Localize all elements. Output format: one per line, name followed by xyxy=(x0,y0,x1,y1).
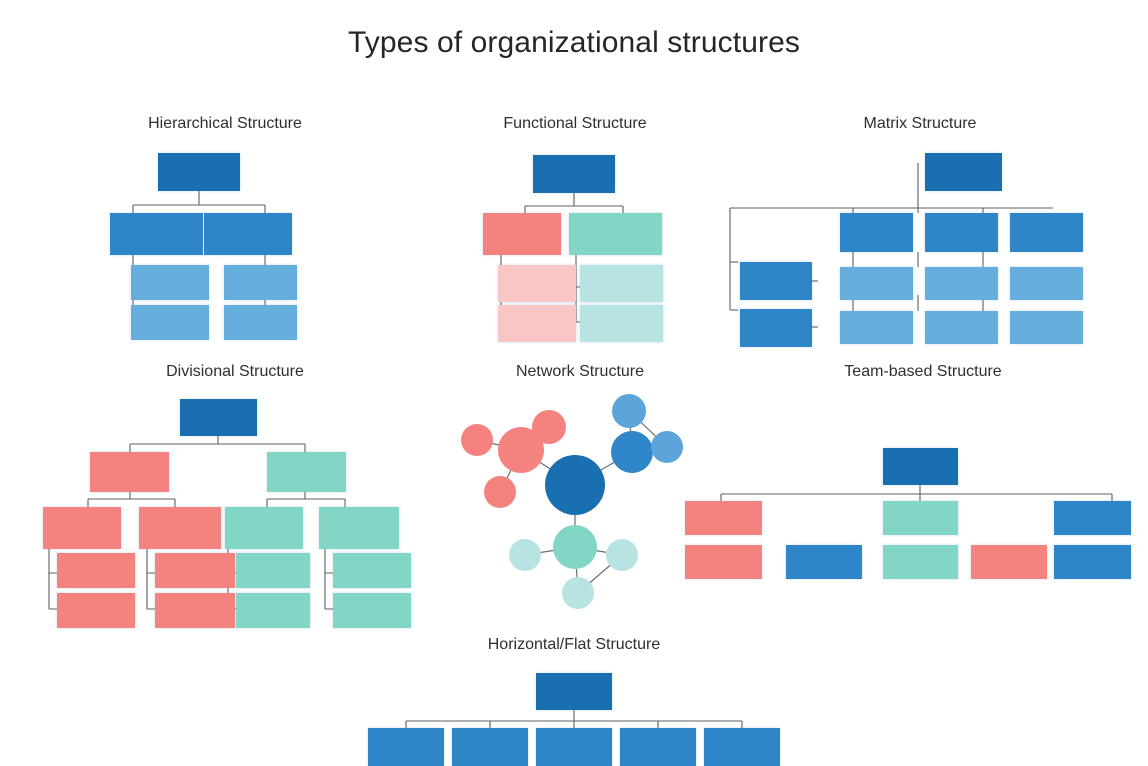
team-based-team-2 xyxy=(883,501,958,535)
section-title-divisional: Divisional Structure xyxy=(166,363,304,380)
team-based-member-4 xyxy=(971,545,1047,579)
section-functional: Functional Structure xyxy=(445,115,705,345)
divisional-unit-1 xyxy=(43,507,121,549)
divisional-leaf-6 xyxy=(155,593,235,628)
functional-node-unit-2 xyxy=(580,265,663,302)
section-horizontal-flat: Horizontal/Flat Structure xyxy=(344,636,804,766)
team-based-team-1 xyxy=(685,501,762,535)
hierarchical-node-manager-1 xyxy=(110,213,203,255)
section-title-network: Network Structure xyxy=(515,363,645,380)
matrix-cell-r2c2 xyxy=(925,311,998,344)
hierarchical-node-staff-3 xyxy=(131,305,209,340)
functional-node-head-1 xyxy=(483,213,561,255)
network-node-blue-sat-2 xyxy=(651,431,683,463)
functional-node-head-2 xyxy=(569,213,662,255)
team-based-team-3 xyxy=(1054,501,1131,535)
section-hierarchical: Hierarchical Structure xyxy=(95,115,355,345)
network-node-coral-sat-2 xyxy=(532,410,566,444)
matrix-cell-r2c1 xyxy=(840,311,913,344)
hierarchical-node-staff-1 xyxy=(131,265,209,300)
matrix-row-label-1 xyxy=(740,262,812,300)
matrix-header-1 xyxy=(840,213,913,252)
section-title-team-based: Team-based Structure xyxy=(844,363,1002,380)
team-based-member-5 xyxy=(1054,545,1131,579)
matrix-cell-r1c3 xyxy=(1010,267,1083,300)
network-node-teal-hub xyxy=(553,525,597,569)
horizontal-flat-peer-3 xyxy=(536,728,612,766)
functional-node-top xyxy=(533,155,615,193)
network-node-teal-sat-2 xyxy=(606,539,638,571)
section-title-hierarchical: Hierarchical Structure xyxy=(148,115,302,132)
team-based-member-2 xyxy=(786,545,862,579)
team-based-member-3 xyxy=(883,545,958,579)
divisional-division-1 xyxy=(90,452,169,492)
divisional-leaf-4 xyxy=(333,553,411,588)
matrix-header-3 xyxy=(1010,213,1083,252)
divisional-leaf-3 xyxy=(236,553,310,588)
section-title-horizontal-flat: Horizontal/Flat Structure xyxy=(487,636,661,653)
matrix-cell-r1c2 xyxy=(925,267,998,300)
functional-node-unit-4 xyxy=(580,305,663,342)
divisional-leaf-8 xyxy=(333,593,411,628)
section-network: Network Structure xyxy=(440,363,720,613)
section-title-functional: Functional Structure xyxy=(503,115,647,132)
page-title: Types of organizational structures xyxy=(348,26,800,59)
matrix-row-label-2 xyxy=(740,309,812,347)
divisional-leaf-2 xyxy=(155,553,235,588)
section-divisional: Divisional Structure xyxy=(35,363,435,628)
divisional-leaf-1 xyxy=(57,553,135,588)
section-matrix: Matrix Structure xyxy=(729,115,1105,347)
divisional-unit-3 xyxy=(225,507,303,549)
team-based-node-top xyxy=(883,448,958,485)
section-title-matrix: Matrix Structure xyxy=(863,115,977,132)
network-node-hub xyxy=(545,455,605,515)
divisional-leaf-5 xyxy=(57,593,135,628)
functional-node-unit-3 xyxy=(498,305,576,342)
horizontal-flat-peer-4 xyxy=(620,728,696,766)
divisional-division-2 xyxy=(267,452,346,492)
section-team-based: Team-based Structure xyxy=(685,363,1143,579)
hierarchical-node-manager-2 xyxy=(204,213,292,255)
horizontal-flat-node-top xyxy=(536,673,612,710)
divisional-unit-4 xyxy=(319,507,399,549)
functional-node-unit-1 xyxy=(498,265,576,302)
team-based-member-1 xyxy=(685,545,762,579)
horizontal-flat-peer-5 xyxy=(704,728,780,766)
hierarchical-node-staff-4 xyxy=(224,305,297,340)
network-node-coral-sat-1 xyxy=(461,424,493,456)
horizontal-flat-peer-1 xyxy=(368,728,444,766)
divisional-node-top xyxy=(180,399,257,436)
network-node-blue-hub xyxy=(611,431,653,473)
network-node-coral-sat-3 xyxy=(484,476,516,508)
matrix-node-top xyxy=(925,153,1002,191)
matrix-cell-r2c3 xyxy=(1010,311,1083,344)
hierarchical-node-staff-2 xyxy=(224,265,297,300)
network-node-blue-sat-1 xyxy=(612,394,646,428)
network-node-teal-sat-3 xyxy=(562,577,594,609)
network-node-teal-sat-1 xyxy=(509,539,541,571)
matrix-cell-r1c1 xyxy=(840,267,913,300)
divisional-leaf-7 xyxy=(236,593,310,628)
divisional-unit-2 xyxy=(139,507,221,549)
hierarchical-node-top xyxy=(158,153,240,191)
horizontal-flat-peer-2 xyxy=(452,728,528,766)
matrix-header-2 xyxy=(925,213,998,252)
